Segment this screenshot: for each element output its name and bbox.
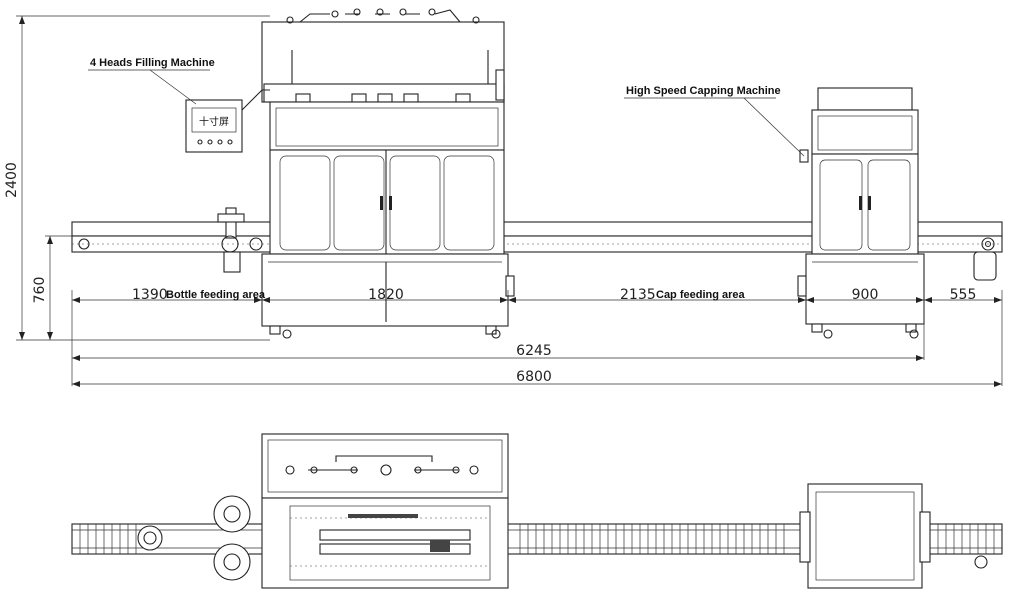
bottle-area-label: Bottle feeding area bbox=[166, 289, 266, 301]
dim-cap-len: 2135 bbox=[620, 287, 656, 303]
cap-area-label: Cap feeding area bbox=[656, 289, 746, 301]
bottle-sensor-left bbox=[217, 207, 263, 273]
callout-filling-machine: 4 Heads Filling Machine bbox=[88, 57, 215, 105]
dim-height-conveyor: 760 bbox=[32, 235, 75, 340]
dim-height-total: 2400 bbox=[4, 15, 270, 341]
dim-height-conveyor-label: 760 bbox=[32, 277, 48, 304]
dim-total-inner: 6245 bbox=[72, 343, 924, 361]
callout-capping-machine: High Speed Capping Machine bbox=[624, 85, 805, 157]
front-elevation: 2400 760 bbox=[4, 8, 1003, 387]
capping-machine-label: High Speed Capping Machine bbox=[626, 85, 781, 97]
dim-total-outer: 6800 bbox=[72, 369, 1002, 387]
dim-capper-len: 900 bbox=[852, 287, 879, 303]
dim-filler-len: 1820 bbox=[368, 287, 404, 303]
capping-machine-top bbox=[799, 483, 988, 589]
dim-height-total-label: 2400 bbox=[4, 162, 20, 198]
dim-row-sections: 1390 Bottle feeding area 1820 2135 Cap f… bbox=[71, 287, 1003, 386]
dim-end-len: 555 bbox=[950, 287, 977, 303]
screen-text: 十寸屏 bbox=[199, 115, 229, 128]
dim-total-inner-label: 6245 bbox=[516, 343, 552, 359]
filling-machine-top bbox=[261, 433, 509, 589]
star-wheels bbox=[213, 495, 251, 581]
dim-bottle-len: 1390 bbox=[132, 287, 168, 303]
dim-total-outer-label: 6800 bbox=[516, 369, 552, 385]
end-container bbox=[973, 251, 997, 281]
capping-machine-front bbox=[797, 87, 925, 339]
filling-machine-label: 4 Heads Filling Machine bbox=[90, 57, 215, 69]
touch-screen: 十寸屏 bbox=[185, 89, 270, 153]
filling-machine-front bbox=[261, 8, 515, 339]
top-view bbox=[71, 433, 1003, 589]
